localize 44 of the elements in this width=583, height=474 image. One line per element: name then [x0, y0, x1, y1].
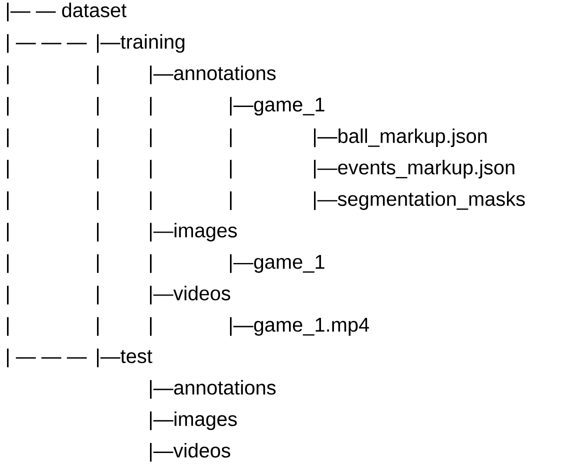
tree-entry: |—annotations — [150, 380, 276, 399]
tree-guide: | — [150, 128, 152, 148]
tree-guide: | — [7, 128, 9, 148]
tree-entry: |—videos — [150, 286, 230, 304]
tree-guide: | — [150, 317, 152, 336]
tree-guide: | — [7, 96, 9, 116]
tree-entry: |— — dataset — [7, 2, 126, 22]
tree-entry: |—videos — [150, 442, 230, 462]
tree-guide: | — [97, 191, 99, 210]
tree-guide: | — [97, 128, 99, 148]
tree-guide: | — [150, 160, 152, 179]
tree-entry: |—training — [97, 34, 184, 53]
tree-guide: | — — — — [7, 34, 87, 53]
tree-guide: | — [97, 66, 99, 84]
tree-guide: | — [97, 286, 99, 304]
tree-entry: |—ball_markup.json — [314, 128, 487, 148]
tree-guide: | — [7, 317, 9, 336]
tree-guide: | — [97, 160, 99, 179]
tree-entry: |—test — [97, 348, 152, 368]
tree-guide: | — [7, 66, 9, 84]
tree-guide: | — [150, 254, 152, 273]
tree-guide: | — — — — [7, 348, 87, 368]
tree-guide: | — [7, 286, 9, 304]
tree-entry: |—game_1.mp4 — [230, 317, 370, 336]
tree-entry: |—annotations — [150, 66, 276, 84]
tree-entry: |—images — [150, 411, 237, 430]
tree-guide: | — [230, 128, 232, 148]
tree-guide: | — [230, 160, 232, 179]
tree-guide: | — [97, 317, 99, 336]
tree-guide: | — [7, 160, 9, 179]
tree-guide: | — [150, 191, 152, 210]
tree-guide: | — [150, 96, 152, 116]
tree-guide: | — [97, 96, 99, 116]
tree-guide: | — [97, 254, 99, 273]
tree-guide: | — [7, 222, 9, 242]
tree-entry: |—game_1 — [230, 254, 324, 273]
tree-entry: |—images — [150, 222, 237, 242]
tree-guide: | — [230, 191, 232, 210]
tree-guide: | — [97, 222, 99, 242]
tree-entry: |—game_1 — [230, 96, 324, 116]
tree-guide: | — [7, 191, 9, 210]
tree-entry: |—events_markup.json — [314, 160, 514, 179]
tree-guide: | — [7, 254, 9, 273]
tree-entry: |—segmentation_masks — [314, 191, 525, 210]
